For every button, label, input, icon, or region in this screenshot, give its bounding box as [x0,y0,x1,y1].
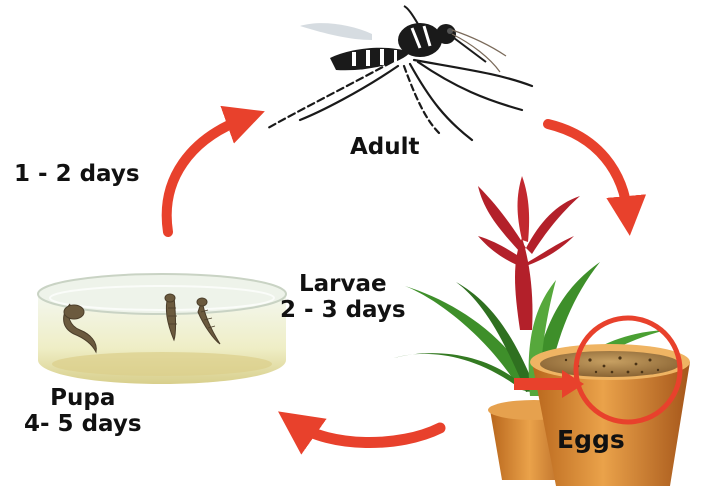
larvae-stage-label: Larvae 2 - 3 days [280,272,406,324]
eggs-stage-label: Eggs [557,426,625,454]
pupa-duration: 4- 5 days [24,412,142,438]
pupa-name: Pupa [24,386,142,412]
pupa-to-adult-duration: 1 - 2 days [14,162,140,188]
arrow-larvae-to-pupa [296,424,440,443]
larvae-duration: 2 - 3 days [280,298,406,324]
pupa-stage-label: Pupa 4- 5 days [24,386,142,438]
arrow-pupa-to-adult [167,118,246,232]
bromeliad-plant-illustration [394,176,690,486]
petri-dish-illustration [38,274,286,384]
mosquito-illustration [268,6,532,140]
adult-stage-label: Adult [350,135,420,161]
larvae-name: Larvae [280,272,406,298]
arrow-adult-to-eggs [548,124,628,216]
